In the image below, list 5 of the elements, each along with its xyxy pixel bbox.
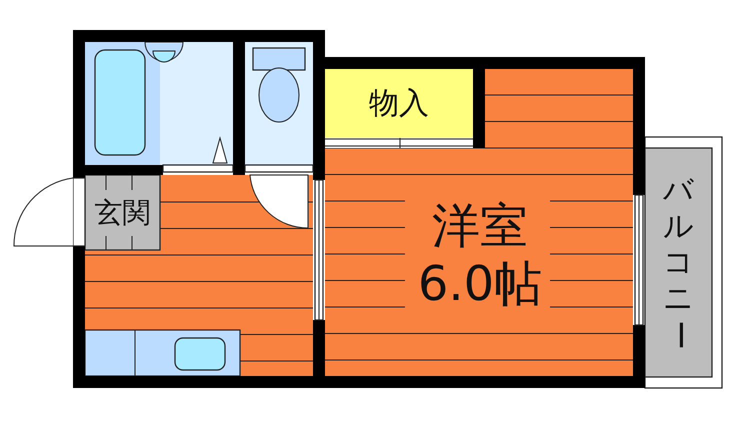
balcony-label: バルコニー — [663, 172, 694, 352]
room-label: 玄関 — [94, 198, 150, 226]
room-label: 物入 — [369, 88, 429, 118]
room-size-label: 6.0帖 — [418, 260, 542, 308]
room-label: 洋室 — [432, 202, 528, 250]
